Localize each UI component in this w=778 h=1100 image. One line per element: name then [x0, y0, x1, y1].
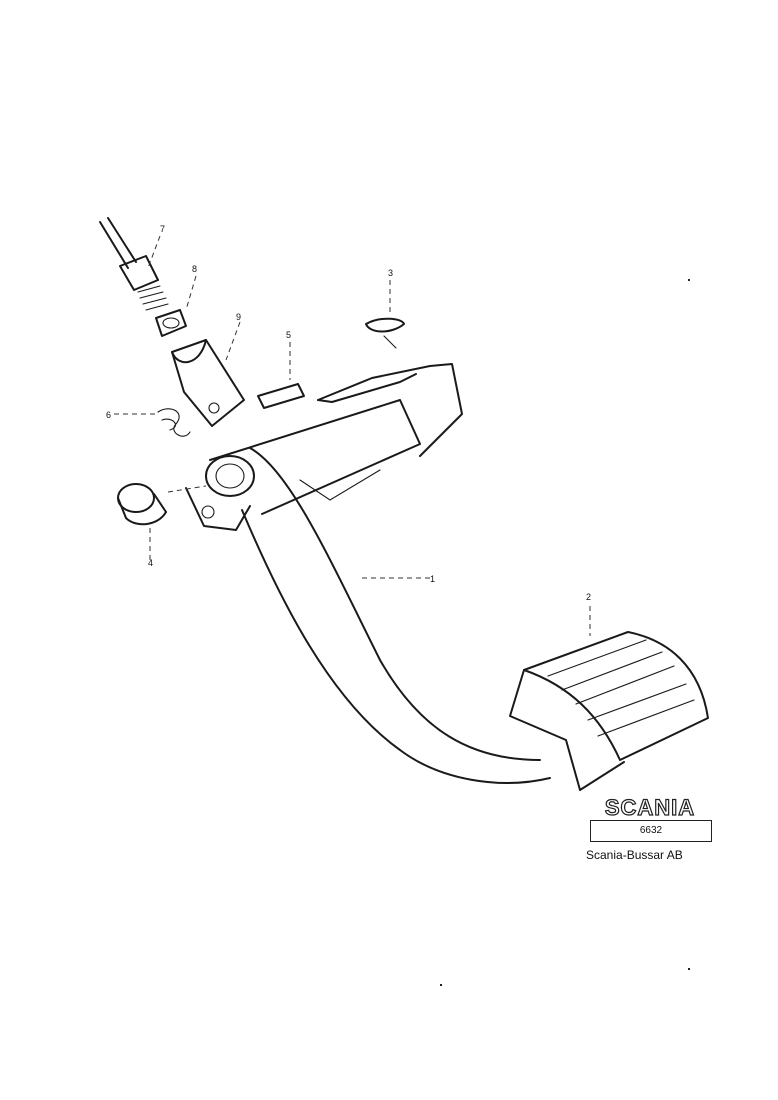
- scania-logo-block: SCANIA 6632: [588, 795, 712, 848]
- pedal-arm: [185, 399, 551, 784]
- callout-6: 6: [106, 410, 111, 420]
- leader-lines: [114, 235, 591, 636]
- push-rod: [99, 217, 169, 311]
- callout-8: 8: [192, 264, 197, 274]
- scania-logo: SCANIA: [604, 795, 696, 820]
- speck: [688, 968, 690, 970]
- nut: [155, 309, 187, 337]
- callout-2: 2: [586, 592, 591, 602]
- callout-5: 5: [286, 330, 291, 340]
- clevis: [171, 339, 245, 427]
- bushing: [117, 483, 167, 526]
- callout-9: 9: [236, 312, 241, 322]
- callout-4: 4: [148, 558, 153, 568]
- callout-7: 7: [160, 224, 165, 234]
- publisher-caption: Scania-Bussar AB: [586, 848, 683, 862]
- callout-1: 1: [430, 574, 435, 584]
- speck: [688, 279, 690, 281]
- pin: [257, 383, 305, 409]
- return-spring: [365, 317, 405, 349]
- drawing-number: 6632: [590, 820, 712, 842]
- bracket: [317, 363, 463, 457]
- pedal-pad: [509, 631, 709, 791]
- callout-3: 3: [388, 268, 393, 278]
- speck: [440, 984, 442, 986]
- spring-clip: [157, 408, 191, 437]
